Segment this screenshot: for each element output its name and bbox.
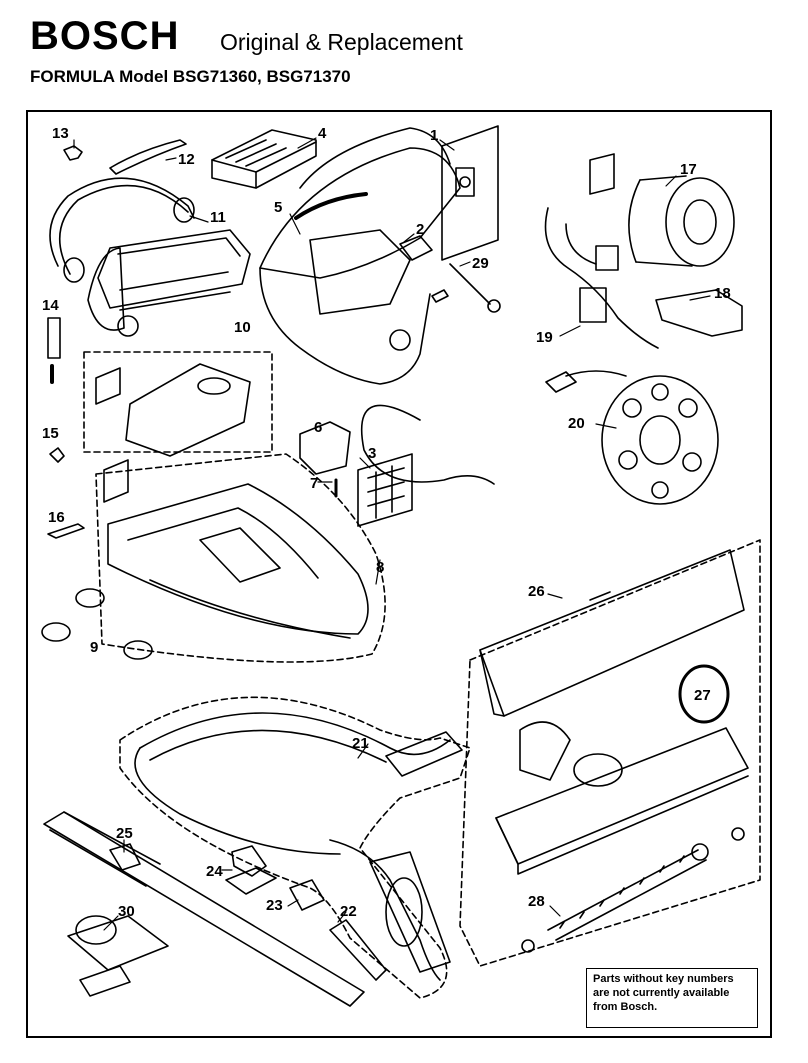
part-9-casters: [41, 588, 153, 660]
callout-4: 4: [318, 125, 327, 142]
callout-30: 30: [118, 903, 135, 920]
leader-lines: [73, 137, 711, 931]
callout-15: 15: [42, 425, 59, 442]
callout-19: 19: [536, 329, 553, 346]
callout-5: 5: [274, 199, 282, 216]
part-21-group: [119, 696, 471, 999]
part-16-spring: [47, 523, 85, 539]
callout-16: 16: [48, 509, 65, 526]
callout-22: 22: [340, 903, 357, 920]
callout-12: 12: [178, 151, 195, 168]
part-8-housing: [103, 459, 369, 639]
part-28-brush-roll: [521, 849, 707, 953]
part-27-belt: [678, 664, 730, 724]
callout-6: 6: [314, 419, 322, 436]
part-4-filter: [211, 129, 317, 189]
part-21-hose: [134, 712, 463, 981]
callout-1: 1: [430, 127, 438, 144]
part-10-frame: [95, 363, 251, 457]
part-22-crevice-tool: [329, 919, 387, 981]
part-5-cover: [259, 127, 461, 385]
part-2-button: [399, 235, 433, 261]
diagram-frame: [26, 110, 772, 1038]
part-6-switch: [299, 421, 351, 475]
callout-11: 11: [210, 209, 226, 226]
callout-29: 29: [472, 255, 489, 272]
callout-9: 9: [90, 639, 98, 656]
callout-21: 21: [352, 735, 369, 752]
model-title: FORMULA Model BSG71360, BSG71370: [30, 67, 351, 86]
callout-24: 24: [206, 863, 223, 880]
page-subtitle: Original & Replacement: [220, 29, 463, 55]
callout-26: 26: [528, 583, 545, 600]
note-line-3: from Bosch.: [593, 1001, 658, 1013]
part-23-brush-tool: [289, 879, 325, 911]
part-26-group: [459, 539, 761, 967]
callout-14: 14: [42, 297, 59, 314]
callout-13: 13: [52, 125, 69, 142]
callout-labels: 13 12 4 1 11 5 2 29 17 14 18 10 19 6 15 …: [42, 125, 731, 920]
callout-7: 7: [310, 475, 318, 492]
part-13-clip: [63, 145, 83, 161]
part-26-cover: [479, 549, 745, 717]
part-25-wand: [43, 811, 365, 1007]
turbo-head-body: [495, 721, 749, 875]
part-29-spindle: [431, 263, 501, 313]
part-30-floor-tool: [67, 915, 169, 997]
brand-logo: BOSCH: [30, 14, 180, 58]
part-15-clip: [49, 447, 65, 463]
callout-20: 20: [568, 415, 585, 432]
part-14-clip: [47, 317, 61, 384]
callout-27: 27: [694, 687, 711, 704]
part-20-wheel: [601, 375, 719, 505]
part-24-upholstery-tool: [225, 845, 277, 895]
callout-8: 8: [376, 559, 384, 576]
part-17-motor: [589, 153, 735, 267]
power-cord: [360, 404, 495, 485]
callout-18: 18: [714, 285, 731, 302]
callout-23: 23: [266, 897, 283, 914]
part-11-handle: [49, 177, 251, 337]
callout-25: 25: [116, 825, 133, 842]
callout-2: 2: [416, 221, 424, 238]
part-19-harness: [544, 207, 659, 393]
part-18-bracket: [655, 289, 743, 337]
part-10-group: [83, 351, 273, 453]
callout-28: 28: [528, 893, 545, 910]
part-12-latch: [109, 139, 187, 175]
availability-note: Parts without key numbers are not curren…: [586, 968, 758, 1028]
part-1-dust-bag: [441, 125, 499, 261]
callout-17: 17: [680, 161, 697, 178]
callout-3: 3: [368, 445, 376, 462]
callout-10: 10: [234, 319, 251, 336]
note-line-1: Parts without key numbers: [593, 973, 734, 985]
note-line-2: are not currently available: [593, 987, 730, 999]
part-8-group: [95, 453, 386, 663]
